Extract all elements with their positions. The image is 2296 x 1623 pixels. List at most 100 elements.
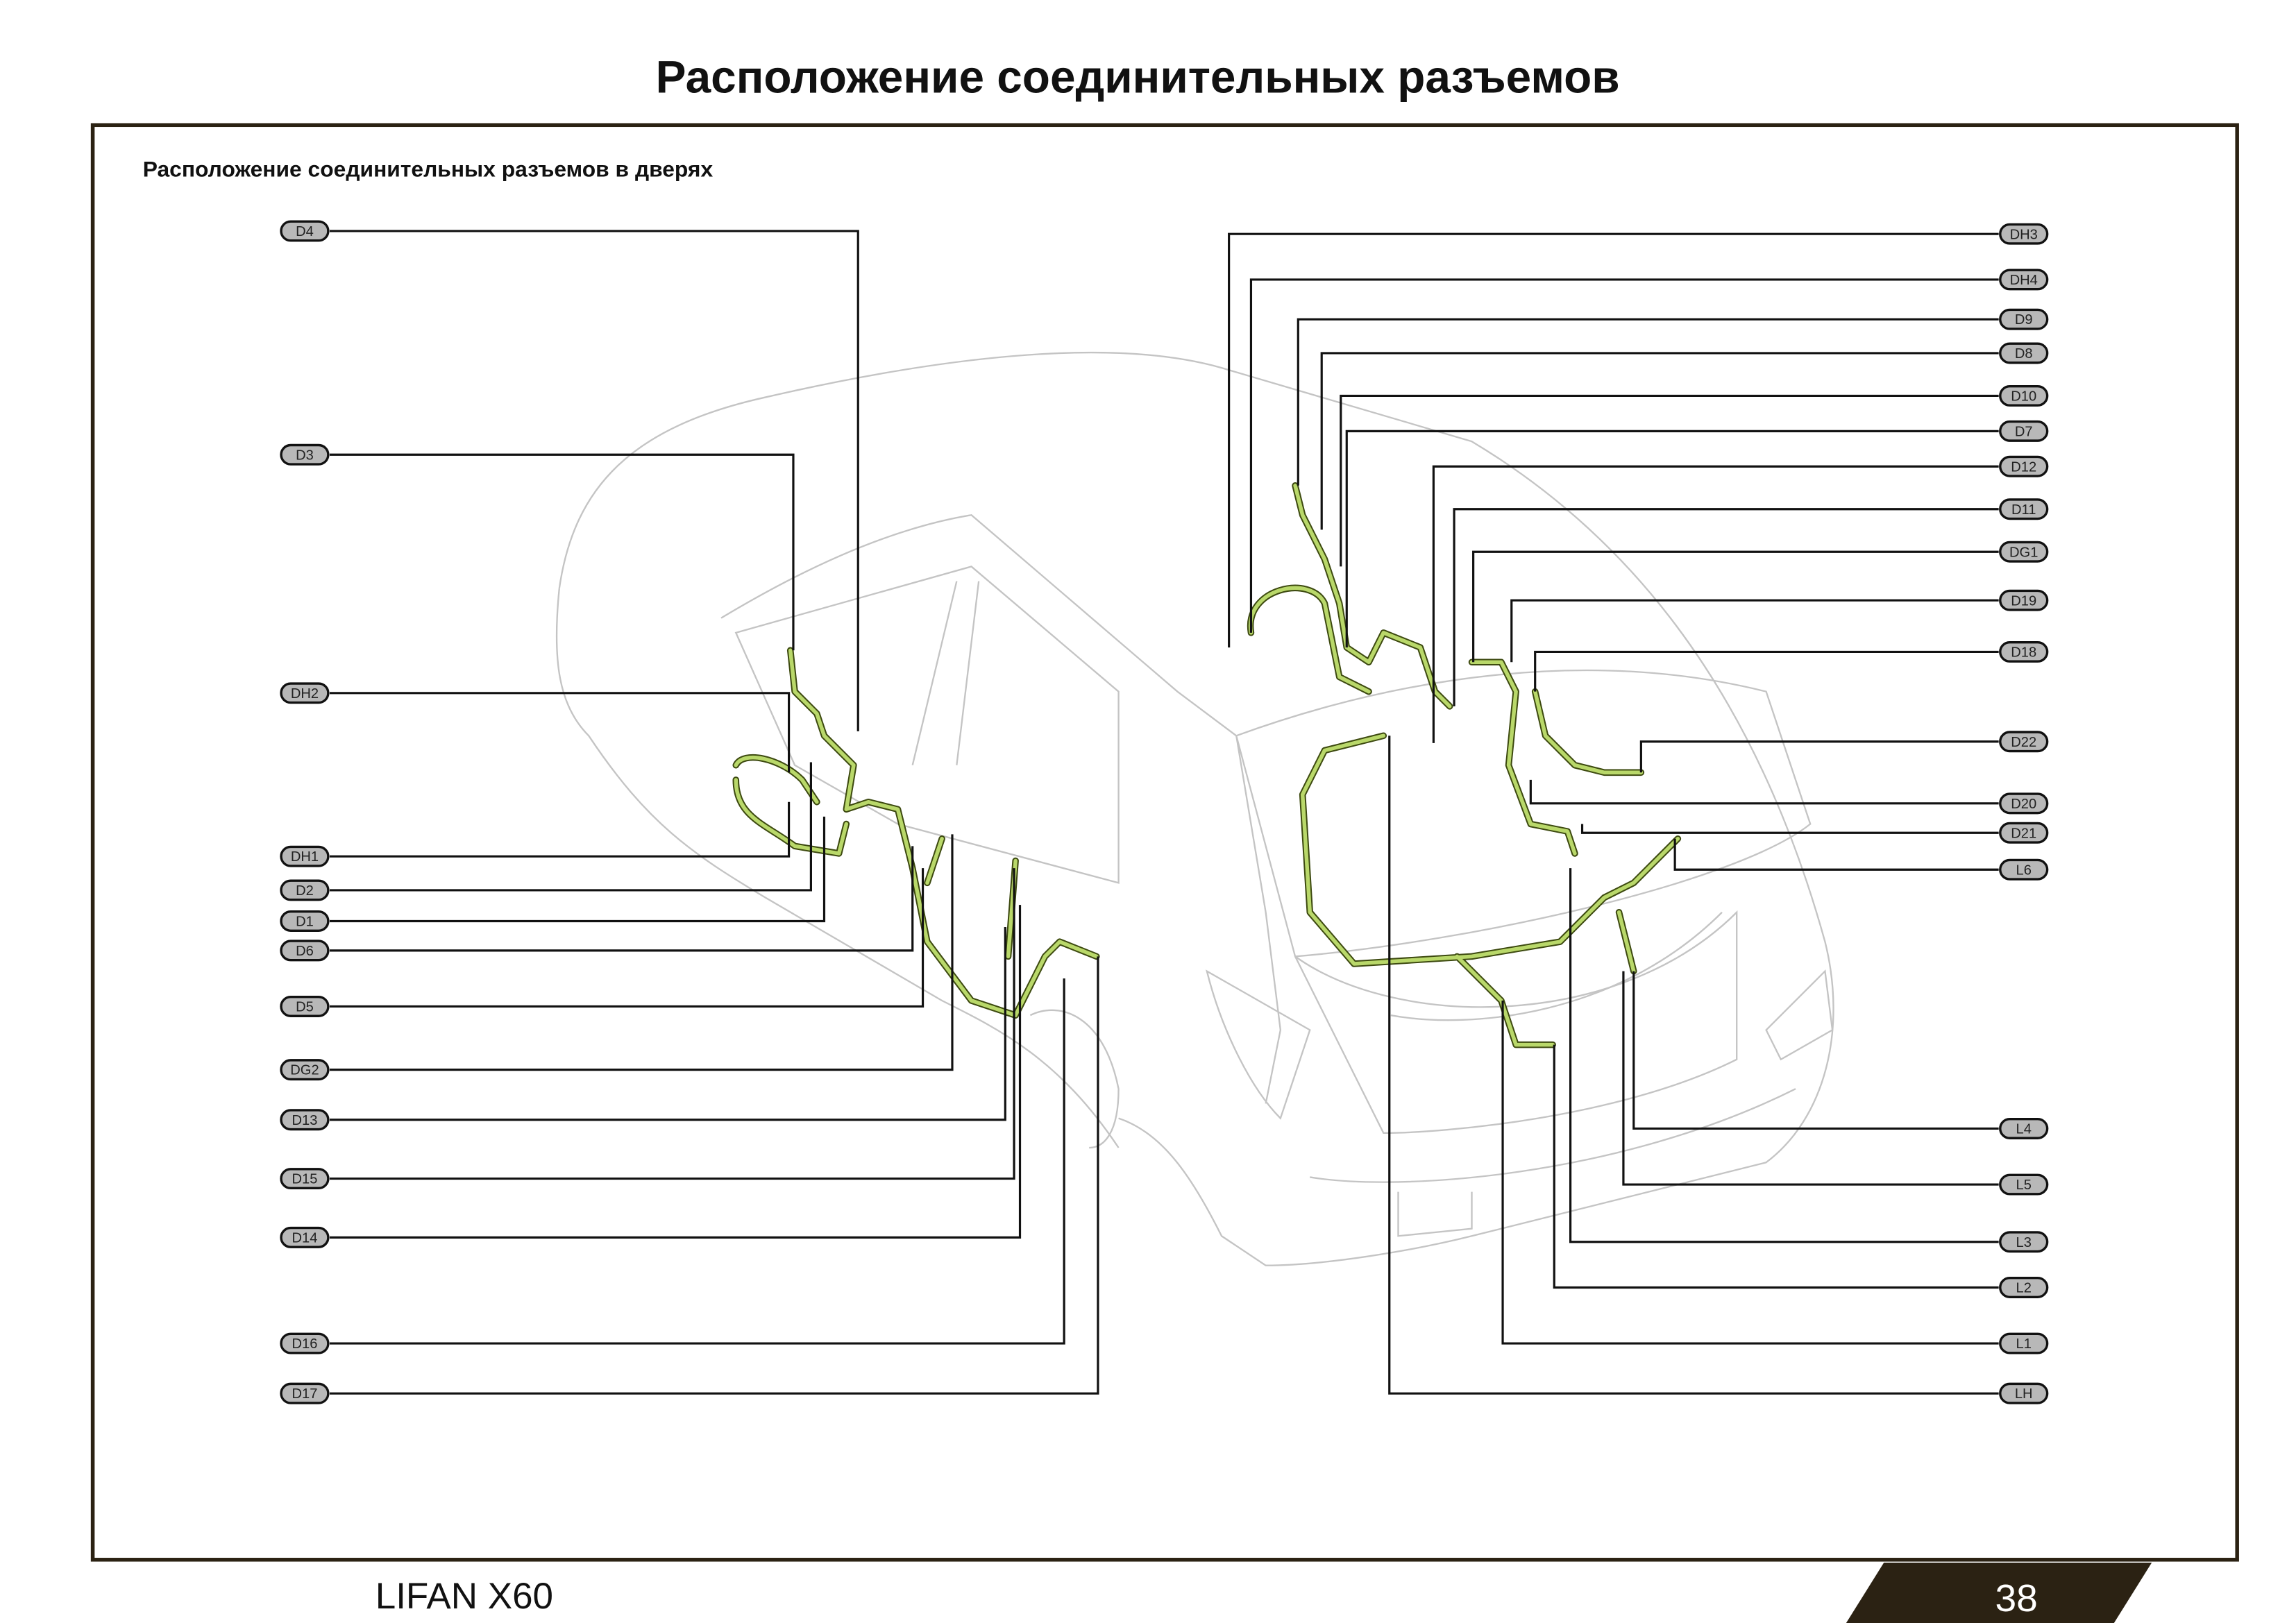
leader-line	[329, 816, 826, 923]
leader-line	[1639, 740, 1999, 773]
connector-label-pill	[1999, 858, 2049, 881]
connector-l6: L6	[1673, 838, 2049, 881]
connector-label-pill	[280, 1382, 330, 1404]
leader-line	[1249, 278, 1999, 633]
connector-label: D3	[296, 448, 314, 463]
connector-label-pill	[280, 910, 330, 932]
connector-label: D4	[296, 224, 314, 239]
leader-line	[1622, 971, 1999, 1186]
connector-label-pill	[1999, 308, 2049, 330]
connector-d1: D1	[280, 816, 826, 932]
leader-line	[1345, 430, 1999, 648]
connector-label: DG1	[2009, 545, 2038, 560]
connector-label: D2	[296, 883, 314, 899]
connector-label: L6	[2016, 863, 2032, 878]
leader-line	[1529, 779, 1999, 805]
leader-line	[329, 801, 791, 858]
page-number: 38	[1995, 1577, 2037, 1620]
connector-label-pill	[1999, 342, 2049, 364]
connector-label: L5	[2016, 1178, 2032, 1193]
car-outline	[555, 351, 1834, 1266]
connector-lh: LH	[1388, 736, 2049, 1404]
connector-d12: D12	[1432, 455, 2049, 743]
connector-label: D5	[296, 1000, 314, 1015]
connector-label: D13	[292, 1113, 317, 1128]
leader-line	[329, 692, 791, 773]
leader-line	[329, 834, 954, 1071]
connector-label-pill	[280, 1332, 330, 1354]
connector-d21: D21	[1580, 822, 2049, 844]
connector-label-pill	[280, 1226, 330, 1248]
connector-label-pill	[1999, 269, 2049, 291]
leader-line	[1673, 838, 1999, 871]
leader-line	[1340, 394, 1999, 567]
diagram-frame	[90, 123, 2239, 1562]
leader-line	[1432, 465, 1999, 743]
connector-label-pill	[280, 845, 330, 867]
connector-label: D14	[292, 1230, 317, 1246]
connector-d13: D13	[280, 926, 1006, 1131]
leader-line	[329, 868, 1015, 1180]
connector-label-pill	[1999, 223, 2049, 245]
connector-label: L2	[2016, 1281, 2032, 1296]
connector-label-pill	[1999, 822, 2049, 844]
connector-label: D19	[2011, 593, 2036, 609]
connector-d3: D3	[280, 443, 795, 651]
connector-label-pill	[1999, 1382, 2049, 1404]
connector-label: D16	[292, 1336, 317, 1352]
connector-d7: D7	[1345, 420, 2049, 648]
connector-label: D11	[2011, 502, 2036, 518]
leader-line	[1534, 650, 1999, 692]
connector-label-pill	[280, 879, 330, 901]
connector-label-pill	[1999, 1117, 2049, 1139]
connector-label: D7	[2015, 424, 2033, 439]
connector-label: D22	[2011, 735, 2036, 750]
leader-line	[1453, 508, 1999, 706]
connector-label-pill	[1999, 1231, 2049, 1253]
connector-label-pill	[1999, 1173, 2049, 1196]
connector-label: D12	[2011, 459, 2036, 475]
connector-label-pill	[1999, 640, 2049, 663]
connector-d15: D15	[280, 868, 1015, 1190]
connector-label-pill	[280, 1109, 330, 1131]
connector-d10: D10	[1340, 384, 2049, 567]
connector-d11: D11	[1453, 498, 2049, 706]
leader-line	[1297, 318, 1999, 486]
leader-line	[1569, 868, 1999, 1243]
connector-d18: D18	[1534, 640, 2049, 692]
connector-label: L1	[2016, 1336, 2032, 1352]
leader-line	[329, 868, 925, 1008]
connector-label: DH1	[291, 849, 319, 865]
connector-d16: D16	[280, 978, 1065, 1354]
connector-label: L3	[2016, 1235, 2032, 1250]
connector-label-pill	[1999, 498, 2049, 520]
right-connector-labels: DH3DH4D9D8D10D7D12D11DG1D19D18D22D20D21L…	[1228, 223, 2049, 1404]
leader-line	[1632, 971, 1999, 1130]
connector-d14: D14	[280, 905, 1022, 1248]
leader-line	[1228, 232, 1999, 648]
connector-label: DH4	[2010, 273, 2038, 288]
connector-label: D20	[2011, 797, 2036, 812]
leader-line	[329, 453, 795, 651]
leader-line	[1553, 1044, 1999, 1289]
leader-line	[329, 905, 1022, 1239]
connector-label-pill	[280, 1059, 330, 1081]
connector-label: LH	[2015, 1386, 2033, 1402]
connector-label: D15	[292, 1172, 317, 1187]
connector-d20: D20	[1529, 779, 2049, 815]
connector-d2: D2	[280, 762, 812, 901]
leader-line	[329, 978, 1065, 1345]
connector-label-pill	[280, 682, 330, 704]
connector-dh2: DH2	[280, 682, 791, 773]
connector-d22: D22	[1639, 731, 2049, 773]
connector-l1: L1	[1501, 1000, 2049, 1354]
leader-line	[329, 230, 859, 731]
connector-dg1: DG1	[1472, 541, 2049, 663]
connector-d5: D5	[280, 868, 925, 1017]
leader-line	[329, 846, 914, 952]
connector-l4: L4	[1632, 971, 2049, 1139]
leader-line	[1388, 736, 1999, 1395]
connector-d8: D8	[1320, 342, 2049, 530]
